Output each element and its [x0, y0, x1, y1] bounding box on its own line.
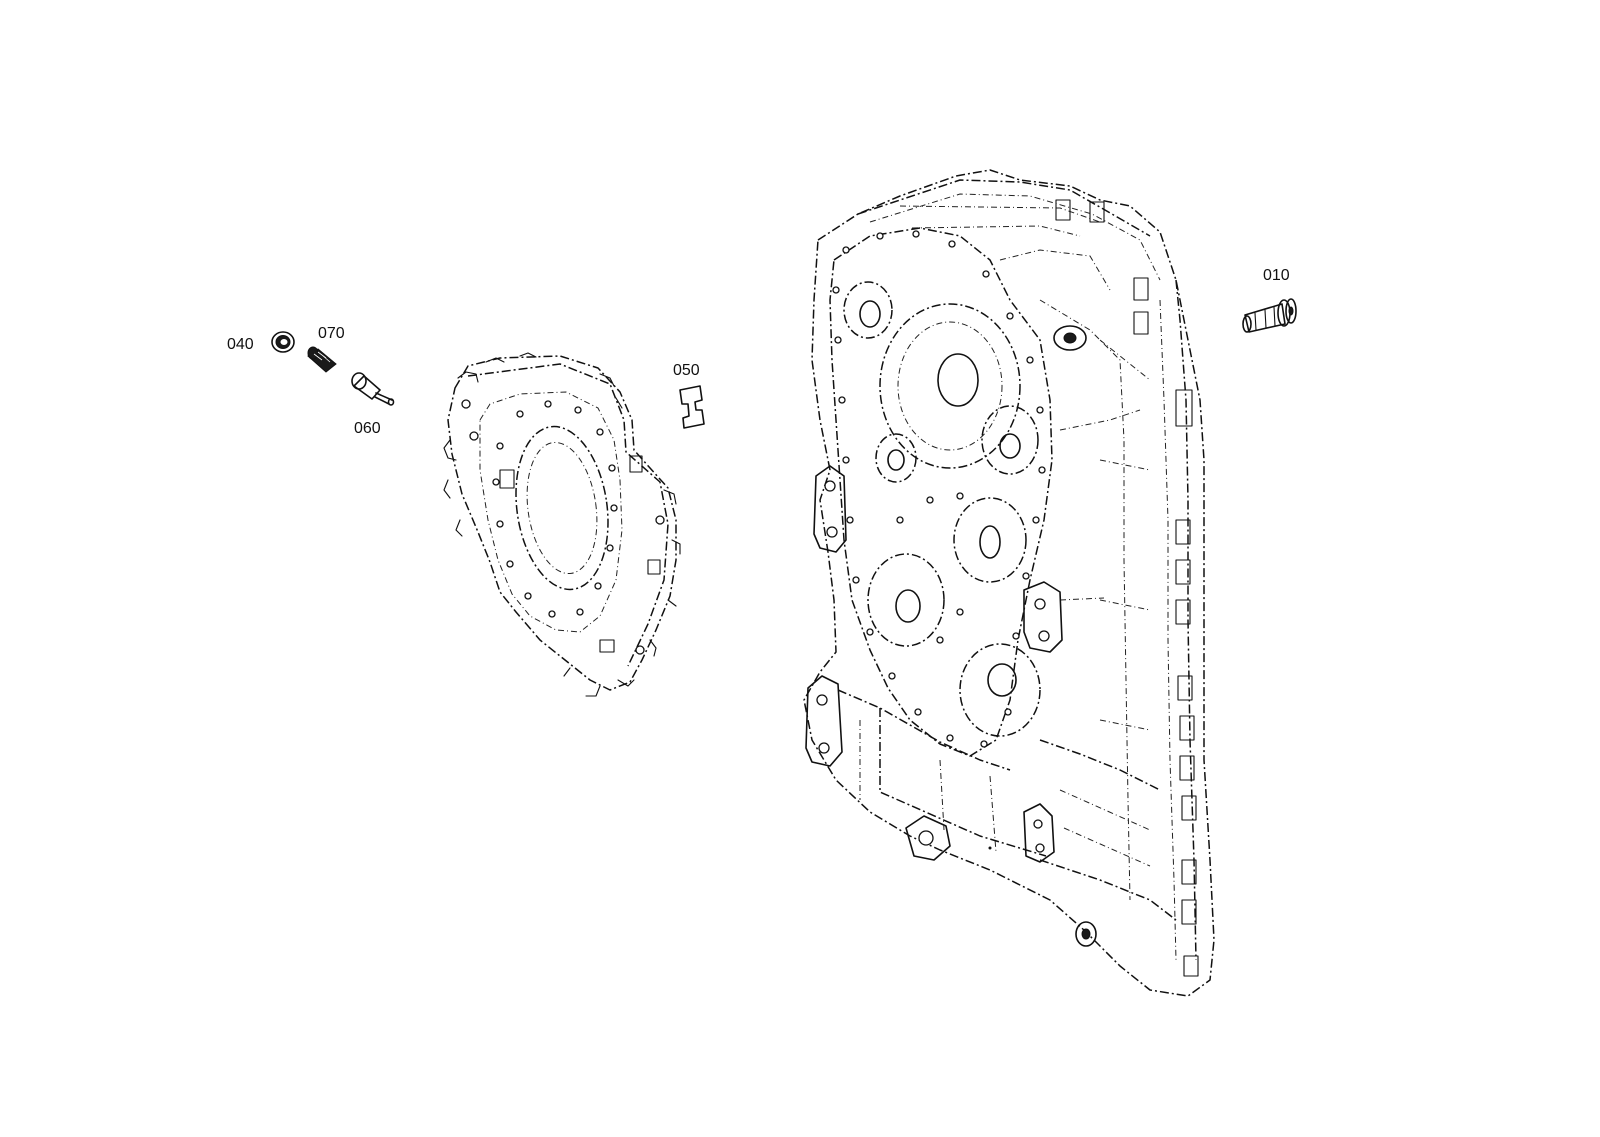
cover-plate-bolt-holes: [492, 400, 618, 618]
part-010-breather-plug[interactable]: [1242, 298, 1297, 333]
part-070-threaded-insert[interactable]: [307, 346, 337, 373]
callout-060[interactable]: 060: [354, 420, 381, 437]
housing-mounting-lugs: [805, 465, 1097, 947]
part-050-bracket-clip[interactable]: [679, 385, 705, 429]
housing-bores: [843, 281, 1041, 737]
part-060-pin[interactable]: [351, 372, 395, 406]
housing-side-bosses: [1055, 199, 1199, 977]
housing-bolt-holes: [832, 230, 1046, 748]
part-040-seal-ring[interactable]: [271, 331, 295, 353]
callout-070[interactable]: 070: [318, 325, 345, 342]
callout-050[interactable]: 050: [673, 362, 700, 379]
callout-040[interactable]: 040: [227, 336, 254, 353]
callout-010[interactable]: 010: [1263, 267, 1290, 284]
cover-plate-assembly: [443, 352, 681, 697]
transmission-housing-assembly: [803, 169, 1215, 997]
